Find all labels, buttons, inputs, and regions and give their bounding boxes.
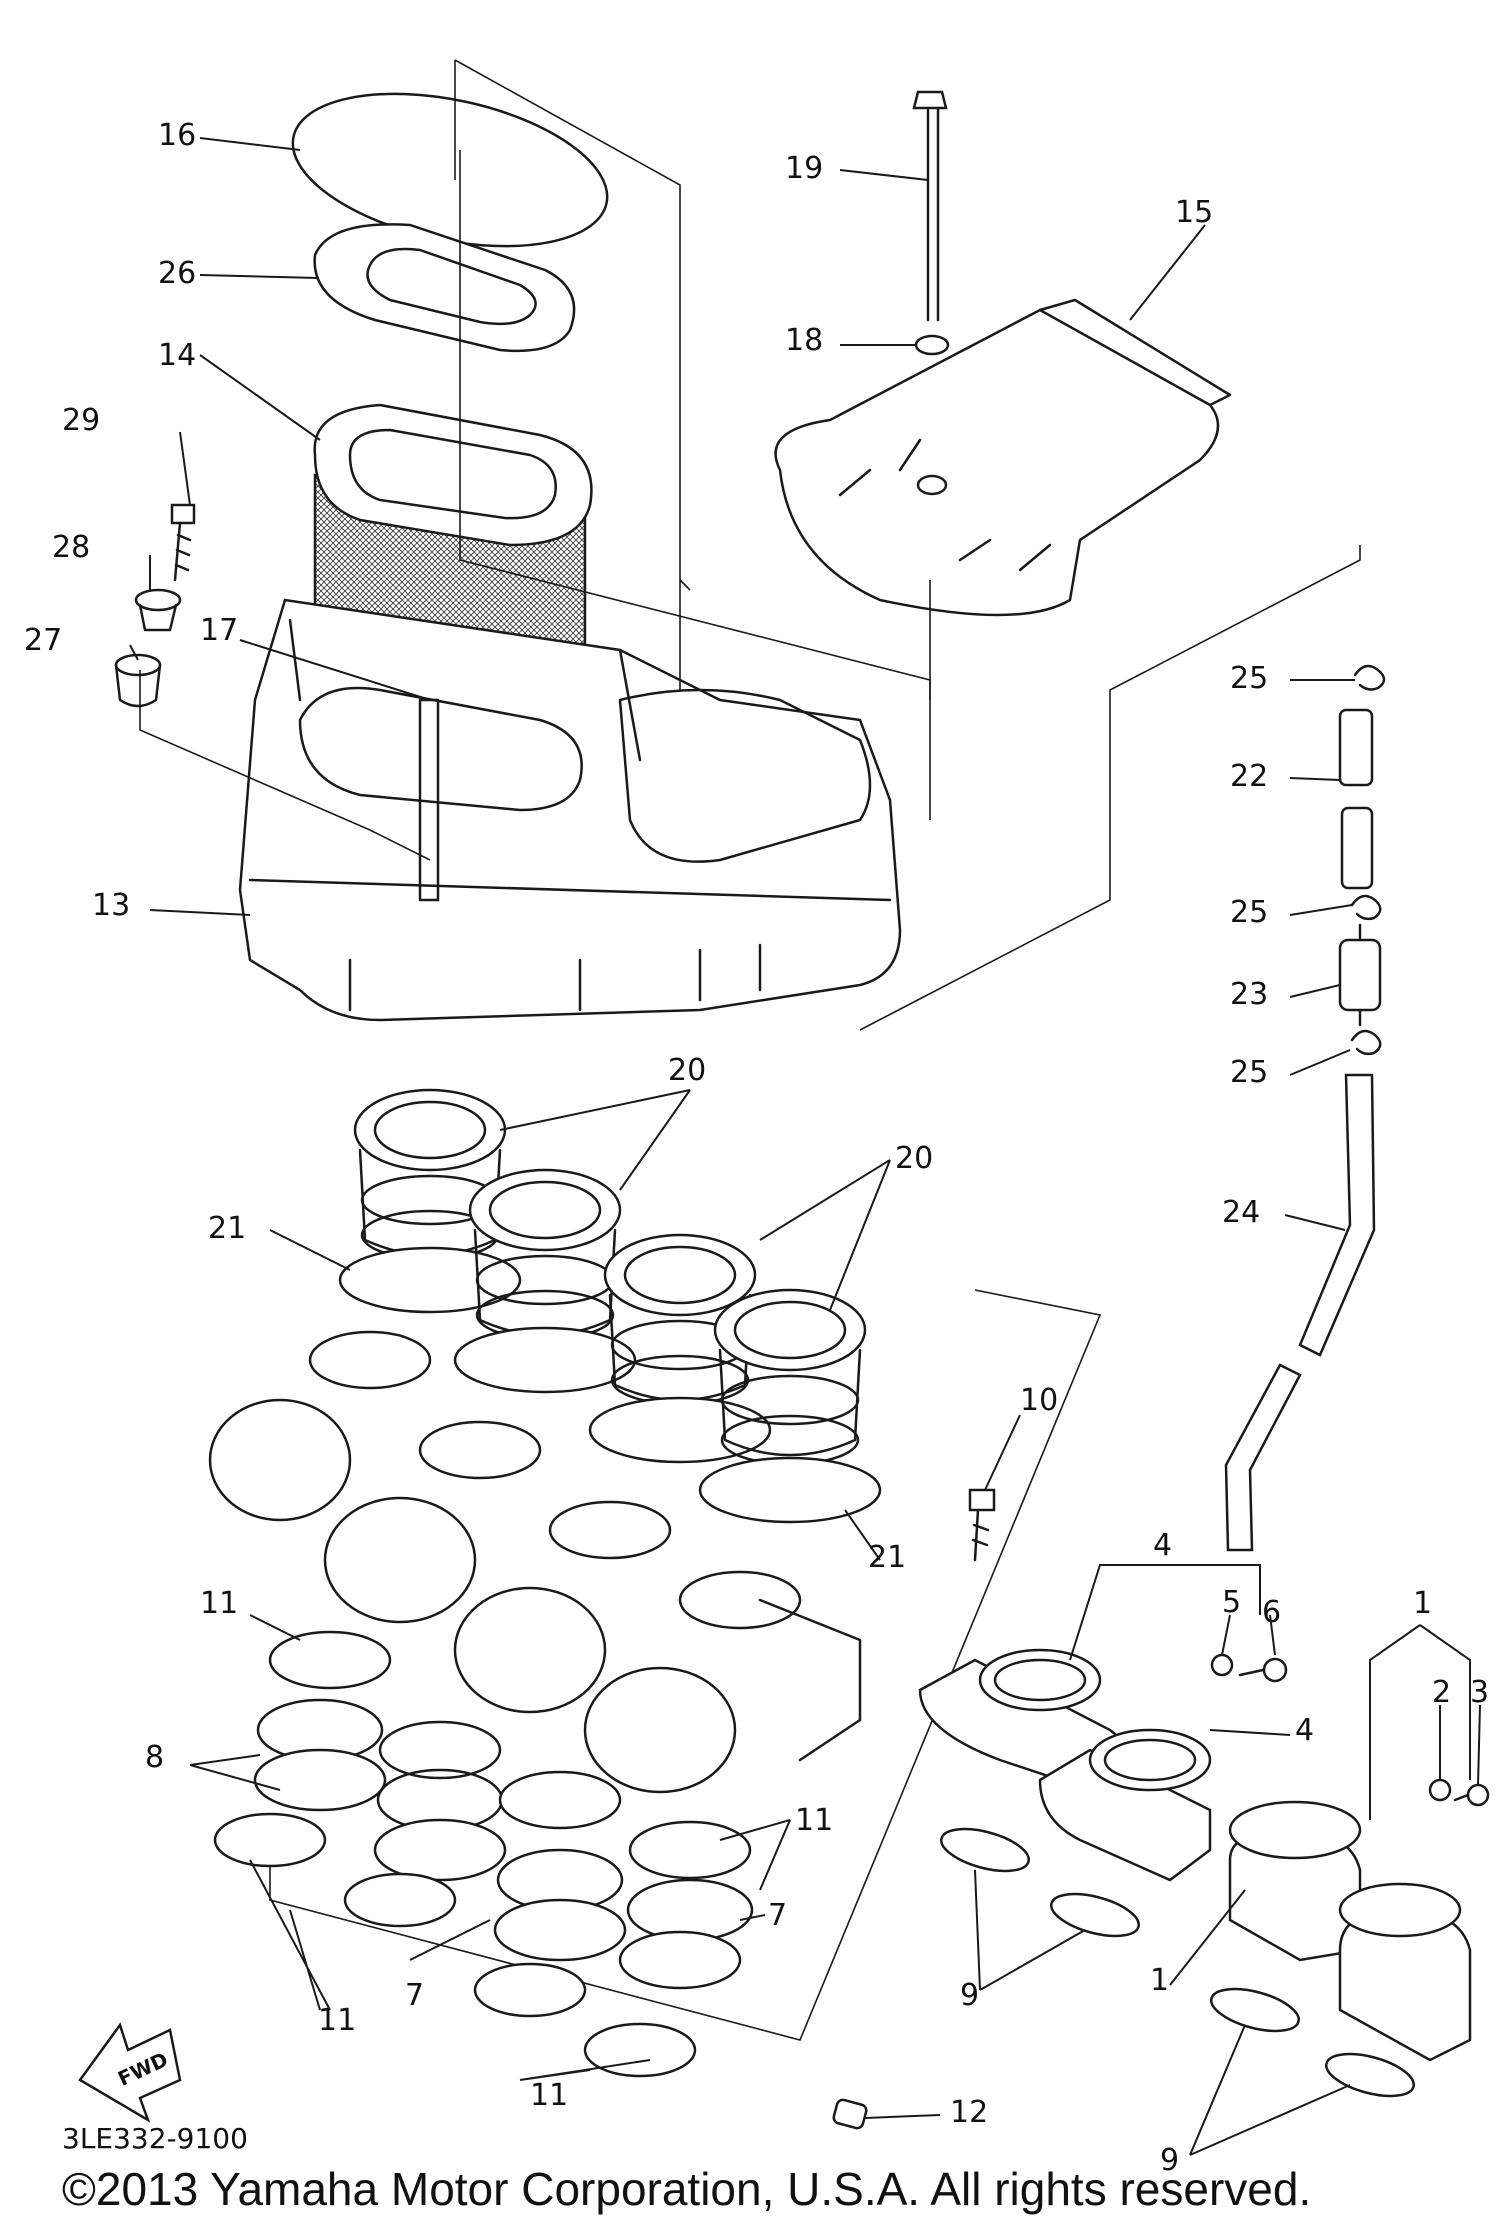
callout-26: 26 (158, 256, 196, 291)
callout-15: 15 (1175, 195, 1213, 230)
callout-25-mid: 25 (1230, 895, 1268, 930)
callout-24: 24 (1222, 1195, 1260, 1230)
long-bolt-19 (912, 90, 948, 322)
intake-funnels (338, 1088, 882, 1524)
element-cap (313, 223, 576, 352)
callout-29: 29 (62, 403, 100, 438)
callout-9-b: 9 (1160, 2143, 1179, 2178)
plug-12 (832, 2098, 868, 2130)
callout-21-a: 21 (208, 1211, 246, 1246)
collar-28 (134, 588, 182, 632)
clip-25-mid (1350, 894, 1382, 921)
callout-23: 23 (1230, 977, 1268, 1012)
callout-7-a: 7 (768, 1898, 787, 1933)
intake-duct-cover (774, 298, 1232, 617)
callout-1-a: 1 (1413, 1586, 1432, 1621)
washer-5 (1210, 1653, 1234, 1677)
callout-7-b: 7 (405, 1978, 424, 2013)
funnel-4 (698, 1288, 882, 1524)
copyright-notice: ©2013 Yamaha Motor Corporation, U.S.A. A… (62, 2163, 1312, 2215)
callout-labels: 16 26 14 29 28 27 17 13 19 18 15 25 22 2… (24, 118, 1489, 2178)
carburetor-bank (208, 1330, 862, 1794)
callout-13: 13 (92, 888, 130, 923)
clip-25-low (1350, 1029, 1382, 1056)
callout-2: 2 (1432, 1675, 1451, 1710)
callout-3: 3 (1470, 1675, 1489, 1710)
callout-20-a: 20 (668, 1053, 706, 1088)
grommet-27 (114, 653, 162, 708)
alignment-lines (139, 59, 1361, 2041)
callout-4-a: 4 (1153, 1528, 1172, 1563)
washer-2 (1428, 1778, 1452, 1802)
callout-8: 8 (145, 1740, 164, 1775)
callout-1-b: 1 (1150, 1963, 1169, 1998)
filter-23 (1338, 923, 1382, 1027)
callout-11-b: 11 (795, 1803, 833, 1838)
fwd-arrow-icon: FWD (78, 2022, 182, 2123)
callout-6: 6 (1262, 1595, 1281, 1630)
hose-24 (1224, 1073, 1376, 1552)
callout-9-a: 9 (960, 1978, 979, 2013)
callout-18: 18 (785, 323, 823, 358)
leader-lines (129, 137, 1481, 2156)
callout-10: 10 (1020, 1383, 1058, 1418)
callout-16: 16 (158, 118, 196, 153)
carb-joints-lower (213, 1630, 754, 2078)
callout-12: 12 (950, 2095, 988, 2130)
callout-21-b: 21 (868, 1540, 906, 1575)
callout-19: 19 (785, 151, 823, 186)
callout-14: 14 (158, 338, 196, 373)
callout-5: 5 (1222, 1585, 1241, 1620)
washer-18 (914, 334, 950, 356)
callout-11-c: 11 (318, 2003, 356, 2038)
screw-3 (1453, 1783, 1490, 1807)
funnel-2 (453, 1168, 637, 1394)
diagram-code: 3LE332-9100 (62, 2122, 248, 2155)
callout-11-a: 11 (200, 1586, 238, 1621)
funnel-1 (338, 1088, 522, 1314)
air-box-housing (238, 598, 902, 1022)
clip-25-top (1353, 664, 1386, 691)
callout-17: 17 (200, 613, 238, 648)
hose-22 (1338, 708, 1374, 890)
intake-manifolds-4 (918, 1648, 1212, 1882)
callout-25-low: 25 (1230, 1055, 1268, 1090)
callout-22: 22 (1230, 759, 1268, 794)
callout-4-b: 4 (1295, 1713, 1314, 1748)
screw-6 (1238, 1657, 1288, 1683)
callout-20-b: 20 (895, 1141, 933, 1176)
bolt-10 (968, 1488, 996, 1562)
callout-27: 27 (24, 623, 62, 658)
callout-28: 28 (52, 530, 90, 565)
intake-manifolds-1 (1228, 1800, 1472, 2062)
o-rings-9 (940, 1827, 1415, 2098)
callout-25-top: 25 (1230, 661, 1268, 696)
bolt-29 (170, 503, 196, 582)
callout-11-d: 11 (530, 2078, 568, 2113)
